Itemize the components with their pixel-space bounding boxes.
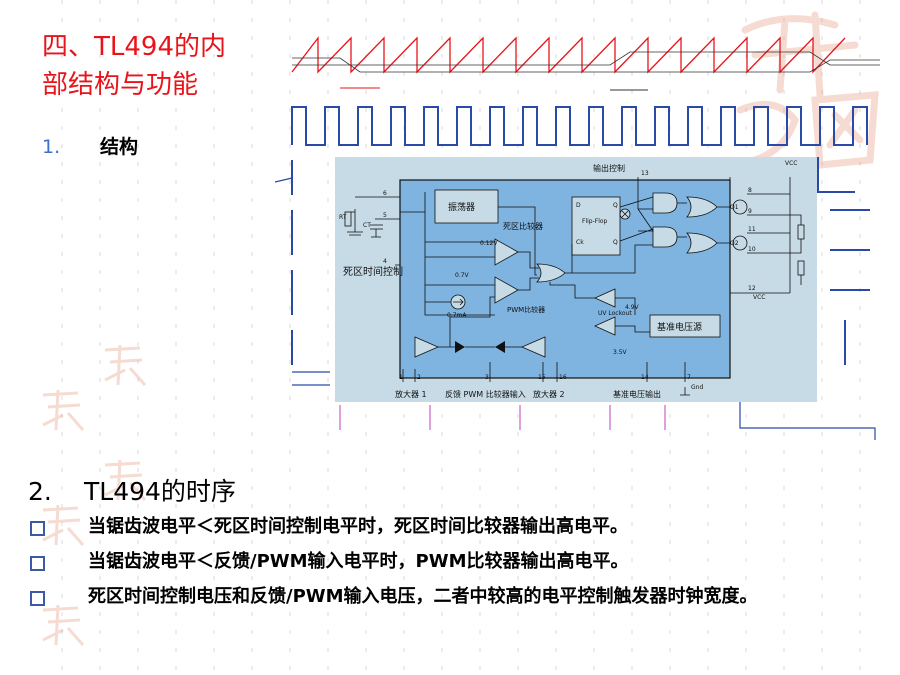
error-amp-1 [414,336,440,358]
v35-label: 3.5V [613,349,628,356]
bullet-text: 当锯齿波电平＜反馈/PWM输入电平时，PWM比较器输出高电平。 [88,551,629,572]
oscillator-label: 振荡器 [448,201,475,213]
seal-stamp-small-2 [42,389,85,431]
deadtime-comparator-label: 死区比较器 [503,221,543,231]
seal-stamp-small-4 [42,504,85,546]
subsection-structure: 1. 结构 [42,132,138,159]
square-bullet-icon [30,591,45,606]
timing-waveforms [274,36,880,440]
pin-label: 11 [748,226,756,233]
pin-label: 12 [748,285,756,292]
output-control-label: 输出控制 [593,163,625,173]
pin-label: 7 [687,374,691,381]
section-title: TL494的时序 [84,477,236,506]
sawtooth-waveform [291,36,846,74]
pin-label: 5 [383,212,387,219]
square-bullet-icon [30,521,45,536]
nor-gate-2 [686,232,718,254]
nor-gate-1 [686,196,718,218]
rt-label: RT [339,214,347,221]
deadtime-level [292,51,880,66]
and-gate-2 [652,226,678,248]
seal-stamp-small-5 [42,604,85,646]
pin-label: 13 [641,170,649,177]
vcc-top-label: VCC [785,160,797,167]
bullet-item: 当锯齿波电平＜反馈/PWM输入电平时，PWM比较器输出高电平。 [30,547,880,577]
gnd-label: Gnd [691,384,703,391]
and-gate-1 [652,192,678,214]
v012-label: 0.12V [480,240,498,247]
bullet-list: 当锯齿波电平＜死区时间控制电平时，死区时间比较器输出高电平。 当锯齿波电平＜反馈… [30,512,880,617]
feedback-level [292,57,880,73]
pin-label: 1 [399,374,403,381]
pin-label: 4 [383,258,387,265]
bullet-text: 当锯齿波电平＜死区时间控制电平时，死区时间比较器输出高电平。 [88,516,628,537]
reference-source-block [649,314,721,338]
square-bullet-icon [30,556,45,571]
ff-q-label: Q [613,202,618,209]
section-timing: 2. TL494的时序 [28,472,236,508]
ma07-label: 0.7mA [447,312,467,319]
pin-label: 15 [538,374,546,381]
ff-qbar-label: Q [613,239,618,246]
bullet-text: 死区时间控制电压和反馈/PWM输入电压，二者中较高的电平控制触发器时钟宽度。 [88,586,758,607]
subsection-label: 结构 [100,136,139,158]
pwm-comparator [494,276,519,304]
pin-label: 8 [748,187,752,194]
seal-stamp-small-3 [104,459,147,501]
oscillator-pulse-train [291,106,868,146]
pin-label: 3 [485,374,489,381]
pin-label: 9 [748,208,752,215]
pin-label: 14 [641,374,649,381]
pwm-comparator-label: PWM比较器 [507,305,545,314]
tl494-block-diagram: .lbl { font-family: "DejaVu Sans", sans-… [339,160,805,399]
flipflop-label: Flip-Flop [582,218,608,225]
deadtime-comparator [494,238,519,266]
feedback-label: 反馈 PWM 比较器输入 [445,389,526,399]
ff-ck-label: Ck [576,239,584,246]
pin-label: 6 [383,190,387,197]
bullet-item: 死区时间控制电压和反馈/PWM输入电压，二者中较高的电平控制触发器时钟宽度。 [30,582,880,612]
seal-stamp-small-1 [104,344,147,386]
deadtime-control-label: 死区时间控制 [343,265,403,278]
bullet-item: 当锯齿波电平＜死区时间控制电平时，死区时间比较器输出高电平。 [30,512,880,542]
section-number: 2. [28,477,52,506]
v07-label: 0.7V [455,272,470,279]
oscillator-block [434,189,499,224]
flipflop-block [571,196,621,256]
ref-out-label: 基准电压输出 [613,389,661,399]
amp2-label: 放大器 2 [533,389,565,399]
q2-label: Q2 [730,240,739,247]
error-amp-2 [520,336,546,358]
q1-label: Q1 [730,204,739,211]
or-gate [536,263,566,283]
amp1-label: 放大器 1 [395,389,427,399]
pin-label: 10 [748,246,756,253]
subsection-number: 1. [42,136,61,158]
pin-label: 2 [417,374,421,381]
reference-source-label: 基准电压源 [657,321,702,333]
pin-label: 16 [559,374,567,381]
ct-label: CT [363,222,371,229]
ff-d-label: D [576,202,581,209]
vcc-bottom-label: VCC [753,294,765,301]
slide-title: 四、TL494的内部结构与功能 [42,32,226,100]
uv-lockout-label: UV Lockout [598,310,632,317]
v49-label: 4.9V [625,304,640,311]
